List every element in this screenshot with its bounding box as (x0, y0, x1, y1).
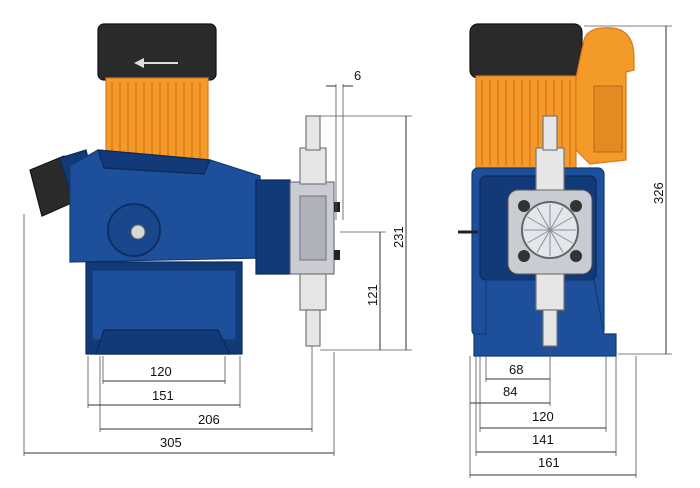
dim-6: 6 (354, 68, 361, 83)
front-inlet-nozzle (542, 309, 558, 347)
front-outlet-nozzle (542, 115, 558, 151)
dim-120-side: 120 (150, 364, 172, 379)
diaphragm-spokes (524, 204, 576, 256)
head-bolt-tr (570, 200, 582, 212)
outlet-nozzle (305, 115, 321, 151)
dim-305: 305 (160, 435, 182, 450)
diaphragm-spoke (527, 216, 551, 231)
left-arrow-icon (134, 58, 178, 68)
dim-326: 326 (651, 182, 666, 204)
front-pump-head (507, 115, 593, 347)
front-motor-cap (469, 23, 583, 79)
front-outlet-fitting (535, 147, 565, 191)
diaphragm-spoke (549, 207, 564, 231)
side-housing (69, 149, 291, 355)
head-bolt-br (570, 250, 582, 262)
housing-bolt (130, 224, 146, 240)
diaphragm-spoke (549, 229, 573, 244)
diaphragm-spoke (527, 229, 551, 244)
dim-121: 121 (365, 284, 380, 306)
inlet-fitting (299, 273, 327, 311)
motor-fan-cap (97, 23, 217, 81)
dim-161: 161 (538, 455, 560, 470)
front-motor (469, 23, 635, 171)
diaphragm-spoke (549, 216, 573, 231)
side-pump-head (289, 115, 340, 347)
dim-68: 68 (509, 362, 523, 377)
side-dimensions: 6 231 121 120 151 (23, 68, 412, 456)
outlet-fitting (299, 147, 327, 185)
dim-151: 151 (152, 388, 174, 403)
diaphragm-spoke (549, 229, 564, 253)
side-view: 6 231 121 120 151 (23, 23, 412, 456)
diaphragm-spoke (536, 207, 551, 231)
diaphragm-spoke (536, 229, 551, 253)
dim-231: 231 (391, 226, 406, 248)
dim-120-front: 120 (532, 409, 554, 424)
coupling-block (255, 179, 291, 275)
side-motor (97, 23, 217, 169)
front-dimensions: 326 68 84 120 141 161 (469, 25, 672, 478)
dim-84: 84 (503, 384, 517, 399)
head-bolt-tl (518, 200, 530, 212)
front-inlet-fitting (535, 273, 565, 311)
inlet-nozzle (305, 309, 321, 347)
dim-141: 141 (532, 432, 554, 447)
front-view: 326 68 84 120 141 161 (458, 23, 672, 478)
head-bolt-bl (518, 250, 530, 262)
dim-206: 206 (198, 412, 220, 427)
motor-fins (111, 82, 201, 164)
